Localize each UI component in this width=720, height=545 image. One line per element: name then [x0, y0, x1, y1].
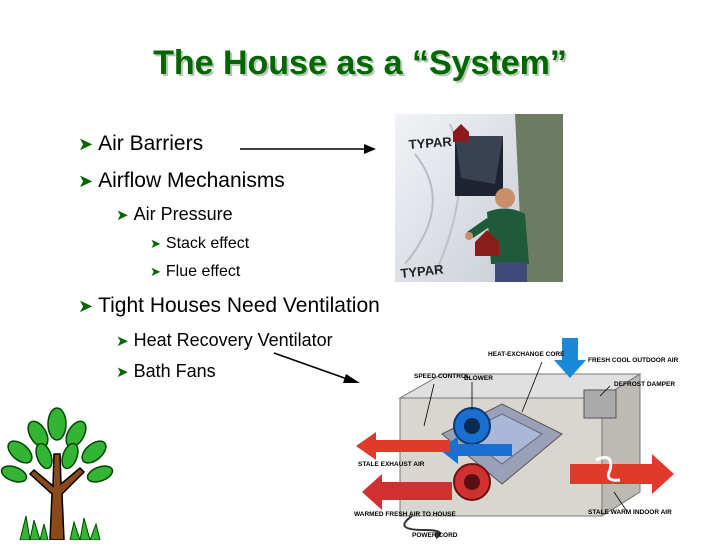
bullet-arrow-icon: ➤	[150, 236, 161, 252]
typar-logo-top: TYPAR	[408, 124, 469, 152]
bullet-text: Flue effect	[165, 263, 241, 280]
bullet-arrow-icon: ➤	[116, 362, 129, 381]
bullet-air-pressure: ➤ Air Pressure	[116, 204, 233, 225]
bullet-text: Air Barriers	[98, 132, 204, 155]
typar-logo-bottom: TYPAR	[400, 230, 499, 281]
bullet-flue-effect: ➤ Flue effect	[150, 263, 240, 281]
bullet-air-barriers: ➤ Air Barriers	[78, 132, 203, 156]
bullet-arrow-icon: ➤	[78, 170, 94, 192]
pointer-arrow-to-diagram	[273, 352, 360, 383]
label-power-cord: POWER CORD	[412, 532, 458, 539]
bullet-tight-houses: ➤ Tight Houses Need Ventilation	[78, 294, 380, 318]
label-stale-warm-indoor-air: STALE WARM INDOOR AIR	[588, 509, 672, 516]
bullet-text: Tight Houses Need Ventilation	[98, 294, 380, 317]
label-blower: BLOWER	[464, 375, 493, 382]
bullet-arrow-icon: ➤	[116, 331, 129, 350]
bullet-arrow-icon: ➤	[116, 205, 129, 224]
label-defrost-damper: DEFROST DAMPER	[614, 381, 675, 388]
svg-text:TYPAR: TYPAR	[408, 134, 453, 152]
bullet-text: Stack effect	[165, 235, 250, 252]
bullet-text: Air Pressure	[133, 204, 233, 224]
bullet-hrv: ➤ Heat Recovery Ventilator	[116, 330, 333, 351]
label-fresh-cool-outdoor-air: FRESH COOL OUTDOOR AIR	[588, 357, 679, 364]
bullet-text: Heat Recovery Ventilator	[133, 330, 333, 350]
typar-housewrap-photo: TYPAR TYPAR	[395, 114, 563, 282]
bullet-arrow-icon: ➤	[78, 295, 94, 317]
bullet-arrow-icon: ➤	[78, 133, 94, 155]
bullet-text: Bath Fans	[133, 361, 216, 381]
label-heat-exchange-core: HEAT-EXCHANGE CORE	[488, 351, 565, 358]
bullet-airflow-mechanisms: ➤ Airflow Mechanisms	[78, 169, 285, 193]
slide-title: The House as a “System”	[153, 44, 567, 82]
hrv-diagram: HEAT-EXCHANGE CORE FRESH COOL OUTDOOR AI…	[352, 334, 682, 540]
bullet-text: Airflow Mechanisms	[98, 169, 285, 192]
bullet-stack-effect: ➤ Stack effect	[150, 235, 249, 253]
bullet-arrow-icon: ➤	[150, 264, 161, 280]
pointer-arrow-to-photo	[240, 144, 376, 154]
svg-text:TYPAR: TYPAR	[400, 261, 445, 280]
label-stale-exhaust-air: STALE EXHAUST AIR	[358, 461, 425, 468]
label-speed-control: SPEED CONTROL	[414, 373, 470, 380]
tree-clipart	[0, 404, 115, 542]
bullet-bath-fans: ➤ Bath Fans	[116, 361, 216, 382]
label-warmed-fresh-air: WARMED FRESH AIR TO HOUSE	[354, 511, 457, 518]
